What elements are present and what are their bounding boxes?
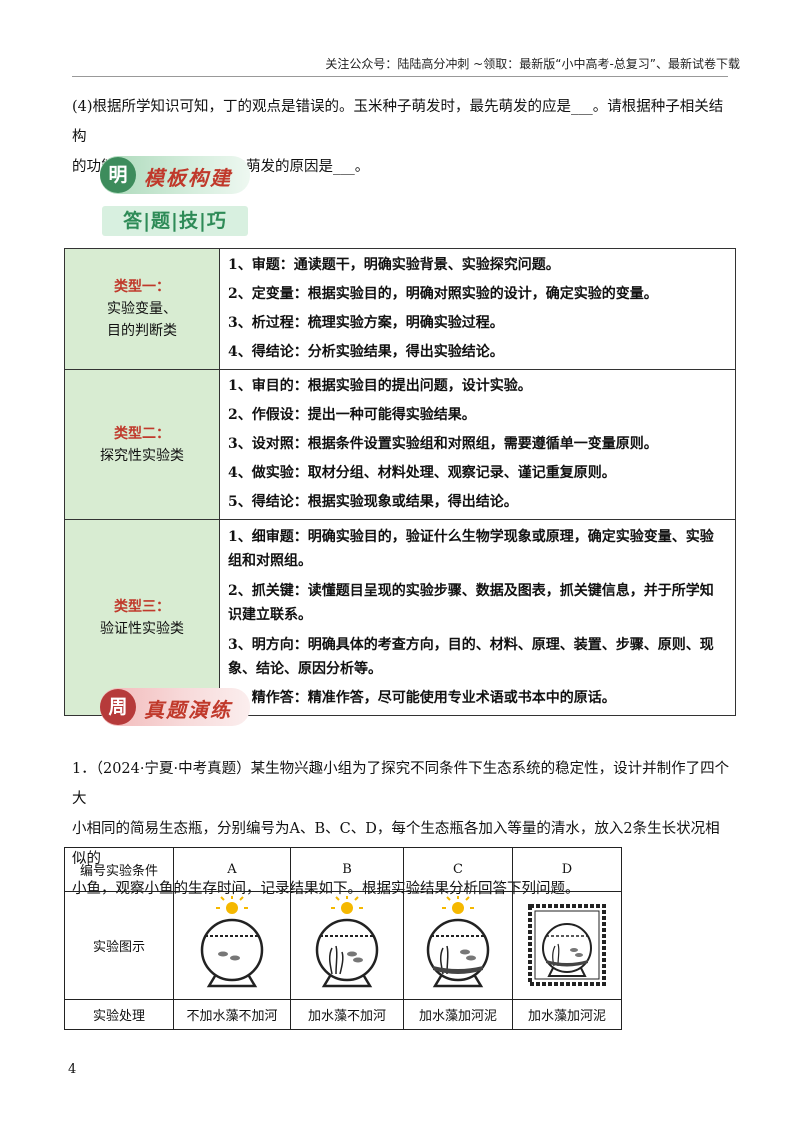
guide-step: 4、精作答：精准作答，尽可能使用专业术语或书本中的原话。 [228, 690, 616, 706]
exp-col-header: D [512, 847, 622, 892]
fishbowl-icon [542, 922, 592, 977]
guide-type-name: 验证性实验类 [100, 620, 184, 637]
guide-type-label: 类型二： [114, 425, 170, 442]
guide-step: 2、抓关键：读懂题目呈现的实验步骤、数据及图表，抓关键信息，并于所学知识建立联系… [228, 583, 714, 623]
exp-col-header: A [173, 847, 291, 892]
guide-type-label: 类型三： [114, 598, 170, 615]
banner-template-build: 明 模板构建 [100, 156, 250, 194]
guide-steps-cell: 1、细审题：明确实验目的，验证什么生物学现象或原理，确定实验变量、实验组和对照组… [219, 519, 736, 716]
jar-d-illustration [512, 891, 622, 1000]
guide-type-label: 类型一： [114, 279, 170, 295]
guide-step: 2、作假设：提出一种可能得实验结果。 [228, 407, 476, 423]
banner-title: 模板构建 [144, 166, 232, 190]
question-4-line1: (4)根据所学知识可知，丁的观点是错误的。玉米种子萌发时，最先萌发的应是___。… [72, 99, 724, 145]
exp-figure-row: 实验图示 [64, 891, 622, 1000]
guide-type-name: 实验变量、 [107, 301, 177, 317]
exp-header-row: 编号实验条件 A B C D [64, 847, 622, 892]
guide-step: 4、做实验：取材分组、材料处理、观察记录、谨记重复原则。 [228, 465, 616, 481]
guide-step: 2、定变量：根据实验目的，明确对照实验的设计，确定实验的变量。 [228, 286, 658, 302]
guide-step: 3、明方向：明确具体的考查方向，目的、材料、原理、装置、步骤、原则、现象、结论、… [228, 637, 714, 677]
guide-row: 类型二： 探究性实验类 1、审目的：根据实验目的提出问题，设计实验。 2、作假设… [64, 369, 736, 520]
fishbowl-icon [315, 918, 379, 987]
guide-steps-cell: 1、审题：通读题干，明确实验背景、实验探究问题。 2、定变量：根据实验目的，明确… [219, 248, 736, 370]
guide-type-cell: 类型三： 验证性实验类 [64, 519, 220, 716]
jar-a-illustration [173, 891, 291, 1000]
banner-badge: 周 [100, 689, 136, 725]
exp-treatment-cell: 加水藻加河泥 [512, 999, 622, 1030]
answer-guide-table: 类型一： 实验变量、 目的判断类 1、审题：通读题干，明确实验背景、实验探究问题… [64, 248, 736, 716]
header-divider [72, 76, 728, 77]
guide-row: 类型一： 实验变量、 目的判断类 1、审题：通读题干，明确实验背景、实验探究问题… [64, 248, 736, 370]
guide-steps-cell: 1、审目的：根据实验目的提出问题，设计实验。 2、作假设：提出一种可能得实验结果… [219, 369, 736, 520]
exp-figure-label: 实验图示 [64, 891, 174, 1000]
banner-badge: 明 [100, 157, 136, 193]
sun-icon [331, 895, 363, 914]
experiment-table: 编号实验条件 A B C D 实验图示 [64, 847, 622, 1030]
exp-treatment-cell: 加水藻加河泥 [403, 999, 513, 1030]
exp-treatment-cell: 不加水藻不加河 [173, 999, 291, 1030]
guide-step: 5、得结论：根据实验现象或结果，得出结论。 [228, 494, 518, 510]
exp-treatment-cell: 加水藻不加河 [290, 999, 404, 1030]
exp-header-label: 编号实验条件 [64, 847, 174, 892]
jar-b-illustration [290, 891, 404, 1000]
guide-step: 3、设对照：根据条件设置实验组和对照组，需要遵循单一变量原则。 [228, 436, 658, 452]
jar-c-illustration [403, 891, 513, 1000]
fishbowl-icon [200, 918, 264, 987]
fishbowl-icon [426, 918, 490, 987]
sun-icon [216, 895, 248, 914]
guide-row: 类型三： 验证性实验类 1、细审题：明确实验目的，验证什么生物学现象或原理，确定… [64, 519, 736, 716]
guide-type-cell: 类型一： 实验变量、 目的判断类 [64, 248, 220, 370]
page-header-notice: 关注公众号：陆陆高分冲刺 ~领取：最新版“小中高考-总复习”、最新试卷下载 [325, 57, 740, 71]
sun-icon [442, 895, 474, 914]
guide-step: 4、得结论：分析实验结果，得出实验结论。 [228, 344, 504, 360]
guide-step: 1、审目的：根据实验目的提出问题，设计实验。 [228, 378, 532, 394]
guide-type-name: 探究性实验类 [100, 447, 184, 464]
exp-col-header: C [403, 847, 513, 892]
guide-type-cell: 类型二： 探究性实验类 [64, 369, 220, 520]
guide-type-name: 目的判断类 [107, 323, 177, 339]
banner-real-exam: 周 真题演练 [100, 688, 250, 726]
guide-step: 1、审题：通读题干，明确实验背景、实验探究问题。 [228, 257, 560, 273]
problem-1-line1: 1．（2024·宁夏·中考真题）某生物兴趣小组为了探究不同条件下生态系统的稳定性… [72, 761, 730, 807]
guide-step: 1、细审题：明确实验目的，验证什么生物学现象或原理，确定实验变量、实验组和对照组… [228, 529, 714, 569]
exp-treatment-label: 实验处理 [64, 999, 174, 1030]
banner-title: 真题演练 [144, 698, 232, 722]
guide-step: 3、析过程：梳理实验方案，明确实验过程。 [228, 315, 504, 331]
page-number: 4 [68, 1062, 77, 1077]
exp-col-header: B [290, 847, 404, 892]
answer-tips-title: 答|题|技|巧 [102, 206, 248, 236]
exp-treatment-row: 实验处理 不加水藻不加河 加水藻不加河 加水藻加河泥 加水藻加河泥 [64, 999, 622, 1030]
